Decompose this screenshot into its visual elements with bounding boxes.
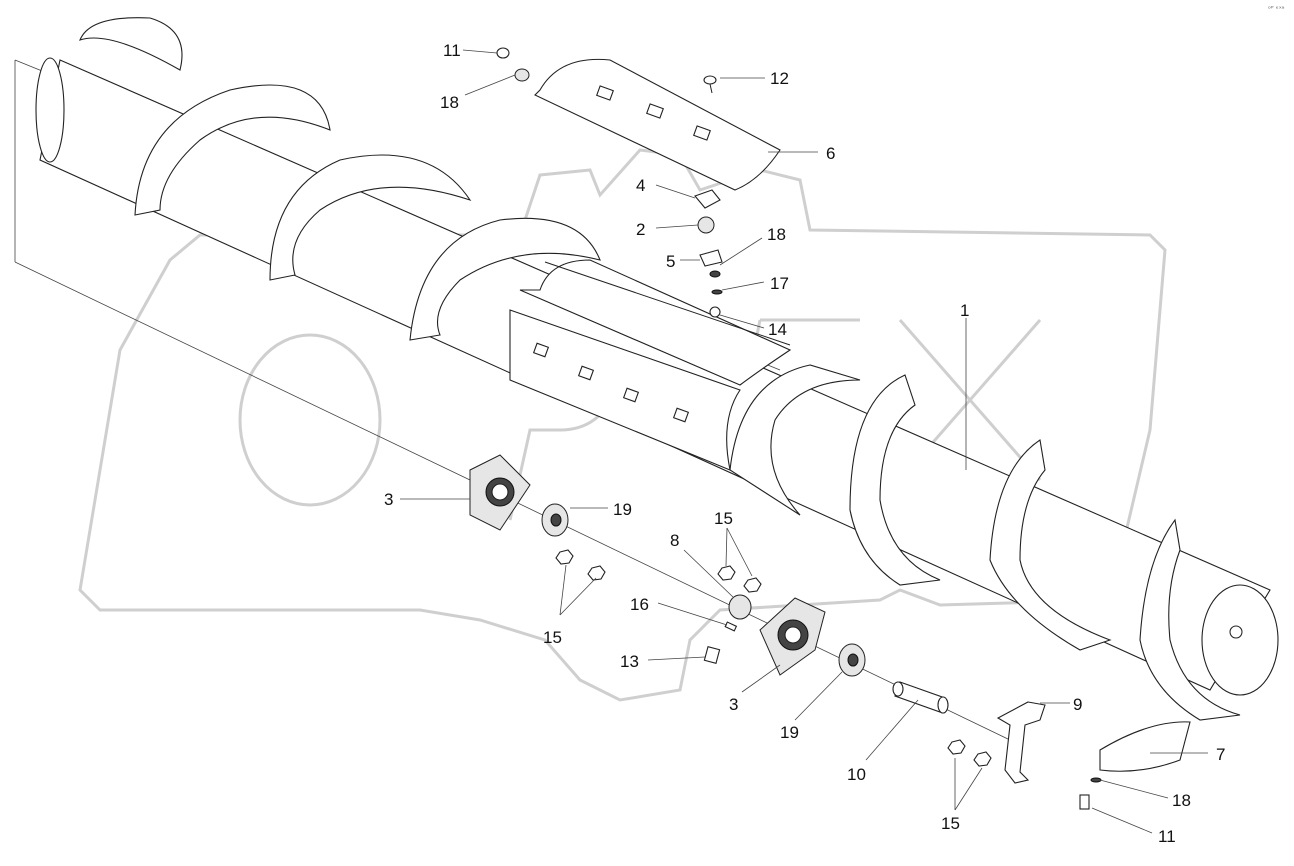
label-part-18-bottom: 18	[1172, 791, 1191, 810]
bearing-right-core	[847, 653, 859, 667]
label-part-14: 14	[768, 320, 787, 339]
auger-tube-shaft-hole	[1229, 625, 1243, 639]
top-cover	[534, 58, 781, 191]
label-part-17: 17	[770, 274, 789, 293]
label-part-12: 12	[770, 69, 789, 88]
label-part-18-mid: 18	[767, 225, 786, 244]
label-part-10: 10	[847, 765, 866, 784]
label-part-19-left: 19	[613, 500, 632, 519]
label-part-5: 5	[666, 252, 675, 271]
shaft	[892, 681, 949, 714]
label-part-8: 8	[670, 531, 679, 550]
bracket	[996, 701, 1046, 784]
bushing	[728, 594, 752, 620]
nuts	[555, 549, 992, 767]
bearing-housing-right	[759, 597, 826, 676]
bearing-left-core	[550, 513, 562, 527]
leader-lines	[400, 49, 1208, 834]
grease-fitting	[703, 646, 721, 664]
label-part-4: 4	[636, 176, 645, 195]
auger-flight-2	[134, 84, 331, 216]
auger-tube-right-end	[1201, 584, 1279, 696]
label-part-3-left: 3	[384, 490, 393, 509]
bearing-housing-left	[469, 454, 531, 531]
label-part-2: 2	[636, 220, 645, 239]
label-part-9: 9	[1073, 695, 1082, 714]
pin	[724, 621, 738, 632]
part-labels: 1 2 3 3 4 5 6 7 8 9 10 11 11 12 13 14 15…	[384, 41, 1225, 846]
fasteners-top	[496, 47, 723, 318]
fasteners-bottom	[1079, 777, 1102, 810]
corner-mark: ᵒᴾ ᵉˣᵃ	[1268, 5, 1285, 13]
watermark-letter-o	[238, 333, 382, 507]
auger-flight-7	[989, 439, 1112, 651]
shield-plate	[1099, 721, 1191, 772]
auger-flights	[79, 17, 1241, 721]
auger-flight-5	[729, 364, 861, 516]
top-cover-plate	[534, 58, 781, 191]
middle-access-cover	[509, 259, 792, 471]
auger-flight-6	[849, 374, 941, 586]
label-part-3-right: 3	[729, 695, 738, 714]
label-part-11-top: 11	[443, 41, 461, 60]
label-part-15-a: 15	[714, 509, 733, 528]
label-part-13: 13	[620, 652, 639, 671]
label-part-1: 1	[960, 301, 969, 320]
label-part-19-right: 19	[780, 723, 799, 742]
auger-flight-8	[1139, 518, 1241, 721]
watermark-gear	[78, 148, 1167, 702]
label-part-18-top: 18	[440, 93, 459, 112]
label-part-16: 16	[630, 595, 649, 614]
label-part-7: 7	[1216, 745, 1225, 764]
label-part-6: 6	[826, 144, 835, 163]
label-part-11-bottom: 11	[1158, 827, 1176, 846]
middle-cover-body	[519, 259, 792, 386]
auger-flight-1	[79, 17, 183, 71]
label-part-15-c: 15	[941, 814, 960, 833]
label-part-15-b: 15	[543, 628, 562, 647]
auger-flight-3	[269, 154, 472, 281]
auger-flight-4	[409, 217, 601, 341]
auger-tube-left-end	[35, 57, 65, 163]
middle-cover-lower	[509, 309, 741, 471]
